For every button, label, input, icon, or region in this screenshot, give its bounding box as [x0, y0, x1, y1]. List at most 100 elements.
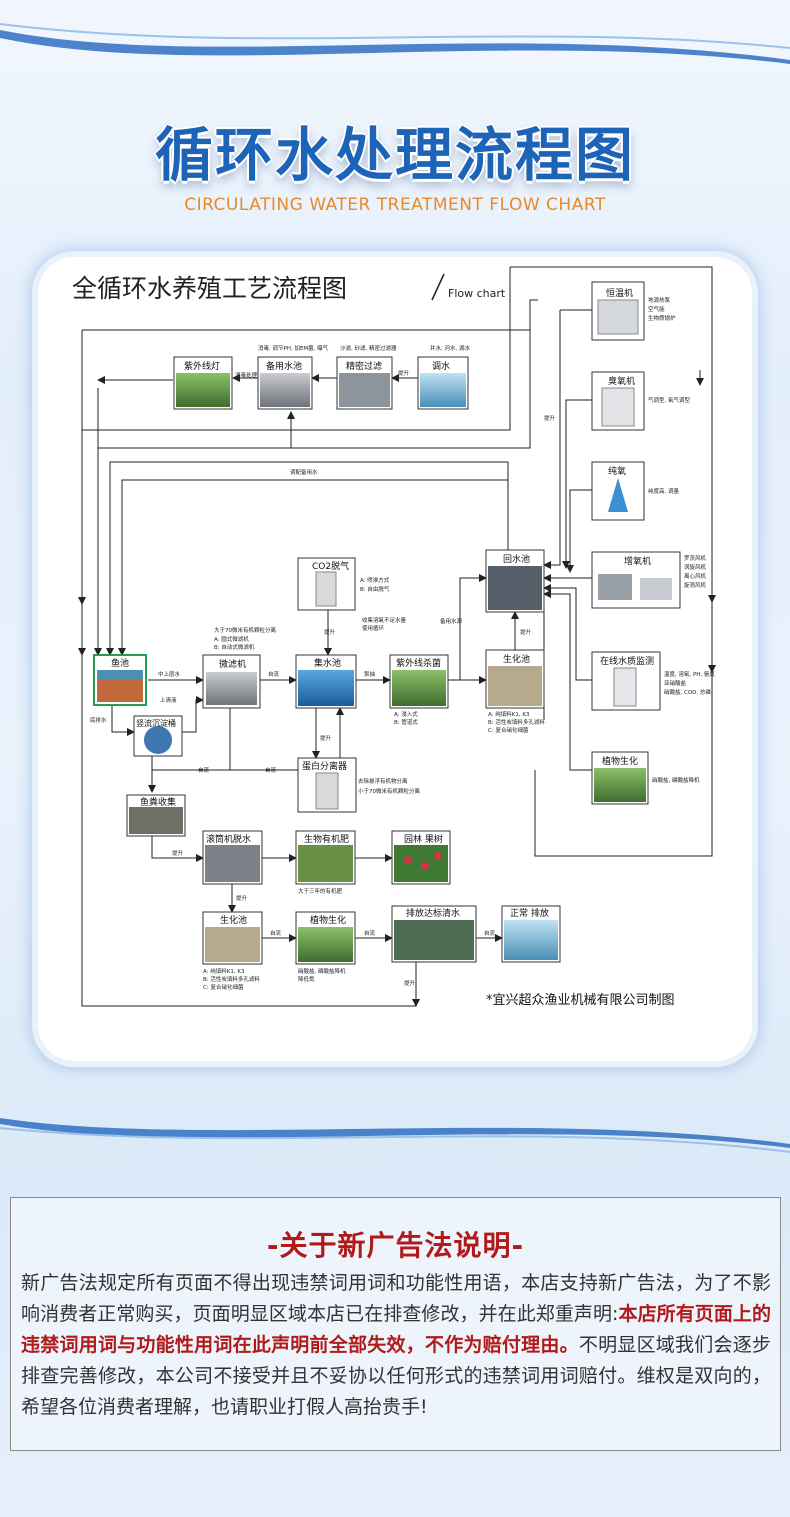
- edge-label: 提升: [324, 628, 336, 636]
- node-temp-label: 恒温机: [606, 287, 633, 299]
- note: 罗茨风机: [684, 554, 707, 562]
- node-discharge-label: 排放达标清水: [406, 907, 460, 919]
- node-monitor-label: 在线水质监测: [600, 655, 654, 667]
- note: B: 管道式: [394, 718, 418, 726]
- notice-body-part1: 新广告法规定所有页面不得出现违禁词用词和功能性用语，本店支持新广告法，为了不影响…: [21, 1272, 771, 1325]
- node-settler-label: 竖流沉淀桶: [136, 718, 176, 728]
- edge-label: 底排水: [90, 716, 107, 724]
- note: B: 自动式微滤机: [214, 643, 255, 651]
- node-fert-label: 生物有机肥: [304, 833, 349, 845]
- edge-label: 调配备用水: [290, 468, 318, 476]
- note: B: 活性炭填料多孔滤料: [203, 975, 260, 983]
- note: 温度, 溶氧, PH, 氨氮: [664, 670, 715, 678]
- edge-label: 自流: [198, 766, 210, 774]
- note: 收集溶氧不足水量: [362, 616, 407, 624]
- notice-title: -关于新广告法说明-: [266, 1229, 525, 1262]
- node-feces-label: 鱼粪收集: [140, 796, 176, 808]
- edge-label: 泵抽: [364, 670, 376, 678]
- edge-label: 自流: [484, 929, 496, 937]
- node-ozone-label: 臭氧机: [608, 375, 635, 387]
- notice-body: 新广告法规定所有页面不得出现违禁词用词和功能性用语，本店支持新广告法，为了不影响…: [21, 1268, 771, 1423]
- note: 旋涡风机: [684, 581, 707, 589]
- note: A: 纯填料K1, K3: [203, 967, 245, 975]
- note: B: 自由脱气: [360, 585, 390, 593]
- note: 空气能: [648, 305, 665, 313]
- node-oxygen-label: 纯氧: [608, 465, 626, 477]
- note: 硝酸盐, 磷酸盐降机: [298, 967, 346, 975]
- edge-feces-dewater: [151, 836, 204, 862]
- note: 小于70微米有机颗粒分离: [358, 787, 420, 795]
- edge-top: [82, 299, 538, 331]
- edge-ozone: [562, 399, 592, 569]
- node-skimmer-label: 蛋白分离器: [302, 760, 347, 772]
- note: C: 复合硝化细菌: [488, 726, 529, 734]
- node-release-label: 正常 排放: [510, 907, 549, 919]
- edge-label: 自流: [270, 929, 282, 937]
- node-dewater-label: 滚筒机脱水: [206, 833, 251, 845]
- page-subtitle: CIRCULATING WATER TREATMENT FLOW CHART: [184, 195, 606, 215]
- diagram-heading: 全循环水养殖工艺流程图: [72, 274, 347, 303]
- edge-label: 提升: [172, 849, 184, 857]
- edge-return-3: [106, 461, 508, 656]
- notice-body-part2: 不明显区域我们会逐步排查完善修改，本公司不接受并且不妥协以任何形式的违禁词用词赔…: [21, 1334, 771, 1418]
- edge-label: 备用水源: [440, 617, 463, 625]
- edge-outer-loop: [510, 266, 713, 857]
- note: 涡旋风机: [684, 563, 707, 571]
- note: 纯度高, 调量: [648, 487, 679, 495]
- node-drum-label: 微滤机: [219, 658, 246, 670]
- node-orchard-label: 园林 果树: [404, 833, 443, 845]
- node-collect-label: 集水池: [314, 657, 341, 669]
- mid-wave-decoration: [0, 1118, 790, 1153]
- edge-settler-drum: [182, 696, 204, 733]
- note: A: 浸入式: [394, 710, 418, 718]
- edge-label: 提升: [520, 628, 532, 636]
- edge-uv-return: [459, 574, 487, 680]
- notice-body-emphasis: 本店所有页面上的违禁词用词与功能性用词在此声明前全部失效，不作为赔付理由。: [21, 1303, 771, 1356]
- node-return-label: 回水池: [503, 553, 530, 565]
- node-uv-lamp-label: 紫外线灯: [184, 360, 220, 372]
- note: 大于三年的有机肥: [298, 887, 343, 895]
- note: 硝酸盐, 磷酸盐降机: [652, 776, 700, 784]
- edge-label: 中上层水: [158, 670, 181, 678]
- node-fine-filter-label: 精密过滤: [346, 360, 382, 372]
- node-plant-label: 植物生化: [310, 914, 346, 926]
- note: 井水, 河水, 湖水: [430, 344, 470, 352]
- note: A: 纯填料K1, K3: [488, 710, 530, 718]
- note: 去除悬浮有机物分离: [358, 777, 408, 785]
- node-uv-sterilizer-label: 紫外线杀菌: [396, 657, 441, 669]
- edge-label: 提升: [398, 369, 410, 377]
- edge-temp: [543, 310, 561, 569]
- note: 沙滤, 砂滤, 精密过滤器: [340, 344, 397, 352]
- edge-return-4: [118, 479, 508, 656]
- edge-label: 自流: [268, 670, 280, 678]
- node-intake-label: 调水: [432, 360, 450, 372]
- note: 生物质锅炉: [648, 314, 676, 322]
- edge-return-top: [78, 267, 511, 656]
- edge-label: 自流: [364, 929, 376, 937]
- note: B: 活性炭填料多孔滤料: [488, 718, 545, 726]
- note: A: 喷淋方式: [360, 576, 390, 584]
- edge-label: 上清液: [160, 696, 177, 704]
- diagram-heading-suffix: Flow chart: [448, 287, 506, 300]
- note: 气调型, 氧气调型: [648, 396, 690, 404]
- note: C: 复合硝化细菌: [203, 983, 244, 991]
- node-co2-label: CO2脱气: [312, 560, 349, 572]
- edge-plant2: [543, 590, 592, 771]
- note: 亚硝酸盐: [664, 679, 687, 687]
- note: 离心风机: [684, 572, 707, 580]
- note: A: 圆式微滤机: [214, 635, 249, 643]
- flowchart-diagram: 全循环水养殖工艺流程图 Flow chart: [72, 266, 716, 1008]
- ad-law-notice: -关于新广告法说明- 新广告法规定所有页面不得出现违禁词用词和功能性用语，本店支…: [10, 1197, 781, 1451]
- node-fishpond-label: 鱼池: [111, 657, 129, 669]
- heading-slash: [431, 273, 445, 301]
- edge-label: 提升: [320, 734, 332, 742]
- edge-label: 提升: [404, 979, 416, 987]
- edge-label: 自流: [265, 766, 277, 774]
- edge-bottom-loop: [81, 655, 416, 1007]
- edge-label: 提升: [544, 414, 556, 422]
- note: 消毒, 调节PH, 加EM菌, 曝气: [258, 344, 329, 352]
- edge-label: 提升: [236, 894, 248, 902]
- node-bio-label: 生化池: [503, 653, 530, 665]
- top-wave-decoration: [0, 23, 790, 64]
- node-aerator-label: 增氧机: [624, 555, 651, 567]
